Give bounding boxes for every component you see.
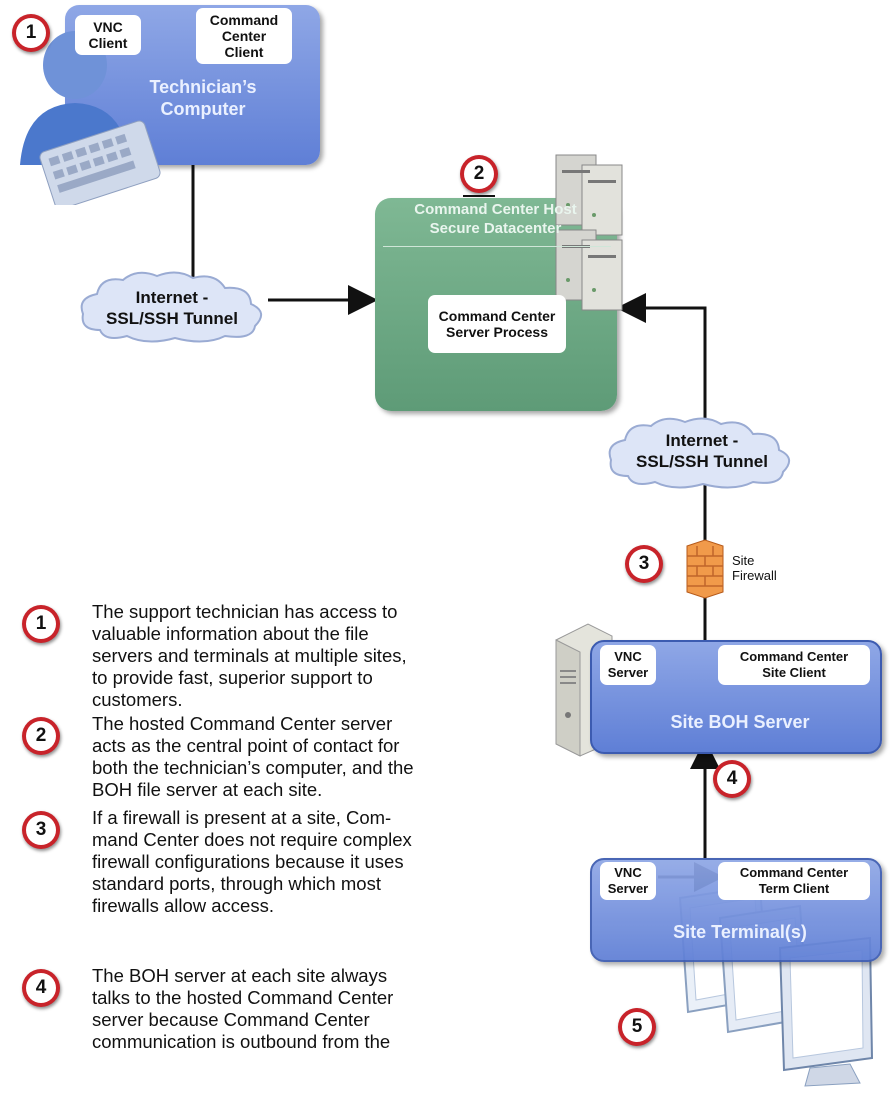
marker-2-top: 2 (460, 155, 498, 193)
desc-marker-2: 2 (22, 717, 60, 755)
host-divider (383, 246, 611, 247)
vnc-client-box: VNC Client (75, 15, 141, 55)
firewall-icon (686, 539, 724, 599)
server-rack-icon (555, 154, 623, 311)
marker-1-top: 1 (12, 14, 50, 52)
site-boh-server-title: Site BOH Server (670, 712, 810, 732)
term-vnc-server-box: VNC Server (600, 862, 656, 900)
desc-text-1: The support technician has access to val… (92, 601, 407, 710)
marker-4-top: 4 (713, 760, 751, 798)
command-center-host-title: Command Center Host Secure Datacenter (414, 201, 577, 237)
marker-2-underline (463, 195, 495, 197)
desc-text-2: The hosted Command Center server acts as… (92, 713, 414, 800)
command-center-client-box: Command Center Client (196, 8, 292, 64)
cloud-left-label: Internet - SSL/SSH Tunnel (106, 288, 238, 328)
desc-text-4: The BOH server at each site always talks… (92, 965, 394, 1052)
marker-5-top: 5 (618, 1008, 656, 1046)
cloud-right-icon (608, 417, 790, 489)
command-center-server-process-box: Command Center Server Process (428, 295, 566, 353)
cloud-right-label: Internet - SSL/SSH Tunnel (636, 431, 768, 471)
desc-marker-4: 4 (22, 969, 60, 1007)
boh-vnc-server-box: VNC Server (600, 645, 656, 685)
arrow-cloud-to-host-right (616, 293, 707, 420)
term-command-center-client-box: Command Center Term Client (718, 862, 870, 900)
firewall-label: Site Firewall (732, 553, 777, 583)
desc-marker-1: 1 (22, 605, 60, 643)
marker-3-top: 3 (625, 545, 663, 583)
desc-text-3: If a firewall is present at a site, Com-… (92, 807, 412, 916)
cloud-left-icon (80, 271, 262, 343)
boh-command-center-site-client-box: Command Center Site Client (718, 645, 870, 685)
technician-computer-title: Technician’s Computer (149, 77, 257, 119)
desc-marker-3: 3 (22, 811, 60, 849)
site-terminal-title: Site Terminal(s) (673, 922, 807, 942)
